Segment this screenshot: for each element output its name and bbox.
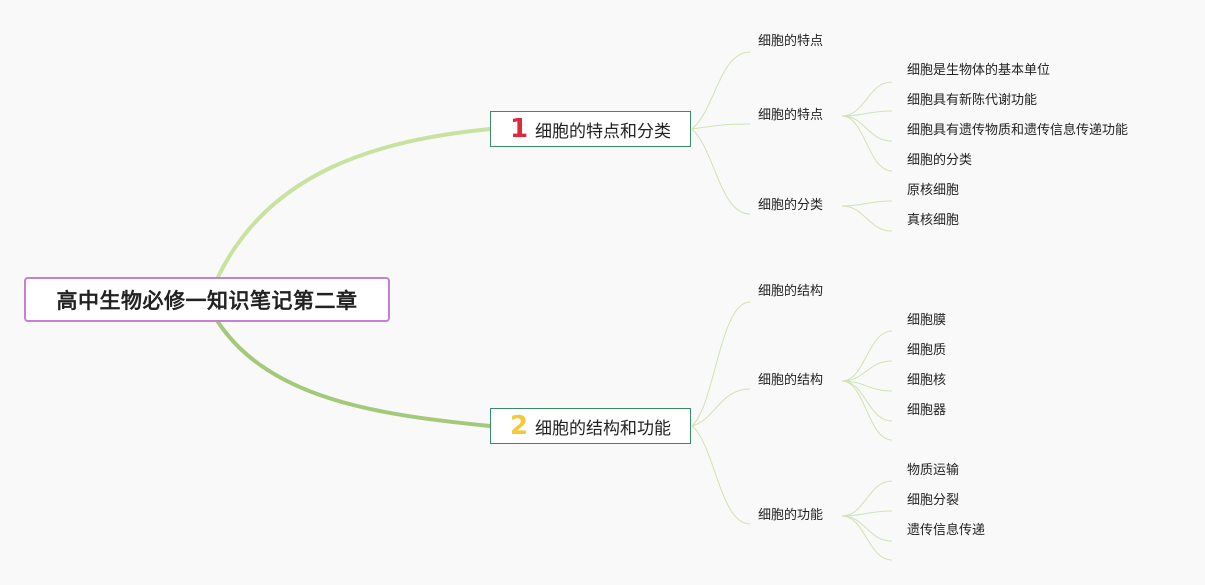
subtopic-b1-1[interactable]: 细胞的特点 [758,34,824,49]
root-branch2-connector [216,320,492,428]
subtopic-b1-3-1[interactable]: 原核细胞 [907,183,960,198]
b2c3-sub4-connector [841,515,893,561]
b1c3-sub1-connector [841,200,893,207]
subtopic-b2-3-3[interactable]: 遗传信息传递 [907,523,986,538]
subtopic-b2-3[interactable]: 细胞的功能 [758,508,824,523]
b2c3-sub3-connector [841,515,893,542]
root-topic[interactable]: 高中生物必修一知识笔记第二章 [24,277,390,322]
subtopic-b2-2[interactable]: 细胞的结构 [758,373,824,388]
b2c2-sub5-connector [841,380,893,441]
root-branch1-connector [216,127,492,279]
b1c2-sub3-connector [841,115,893,142]
subtopic-b2-3-2[interactable]: 细胞分裂 [907,493,960,508]
subtopic-b2-2-4[interactable]: 细胞器 [907,403,947,418]
subtopic-b2-1[interactable]: 细胞的结构 [758,284,824,299]
branch-topic-1-label: 细胞的特点和分类 [535,121,672,142]
branch-topic-1[interactable]: 1 细胞的特点和分类 [490,111,691,147]
branch1-child3-connector [691,128,751,215]
subtopic-b2-2-3[interactable]: 细胞核 [907,373,947,388]
b2c3-sub2-connector [841,510,893,517]
branch-number-2: 2 [509,411,529,441]
b2c2-sub2-connector [841,360,893,382]
subtopic-b1-2-4[interactable]: 细胞的分类 [907,153,973,168]
b2c2-sub4-connector [841,380,893,422]
b2c3-sub1-connector [841,480,893,517]
subtopic-b2-2-1[interactable]: 细胞膜 [907,313,947,328]
branch2-child1-connector [691,301,751,427]
branch2-child3-connector [691,425,751,525]
subtopic-b1-2-1[interactable]: 细胞是生物体的基本单位 [907,63,1051,78]
subtopic-b1-2-3[interactable]: 细胞具有遗传物质和遗传信息传递功能 [907,123,1129,138]
b1c2-sub2-connector [841,110,893,117]
subtopic-b1-2-2[interactable]: 细胞具有新陈代谢功能 [907,93,1038,108]
branch-topic-2-label: 细胞的结构和功能 [535,418,672,439]
branch-topic-2[interactable]: 2 细胞的结构和功能 [490,408,691,444]
b2c2-sub1-connector [841,330,893,382]
branch2-child2-connector [691,388,751,427]
subtopic-b2-3-1[interactable]: 物质运输 [907,463,960,478]
subtopic-b2-2-2[interactable]: 细胞质 [907,343,947,358]
root-topic-label: 高中生物必修一知识笔记第二章 [56,288,358,313]
branch1-child2-connector [691,123,751,130]
branch-number-1: 1 [509,114,529,144]
b1c2-sub1-connector [841,81,893,117]
b1c3-sub2-connector [841,205,893,232]
subtopic-b1-3[interactable]: 细胞的分类 [758,198,824,213]
subtopic-b1-3-2[interactable]: 真核细胞 [907,213,960,228]
branch1-child1-connector [691,51,751,130]
subtopic-b1-2[interactable]: 细胞的特点 [758,108,824,123]
b1c2-sub4-connector [841,115,893,172]
